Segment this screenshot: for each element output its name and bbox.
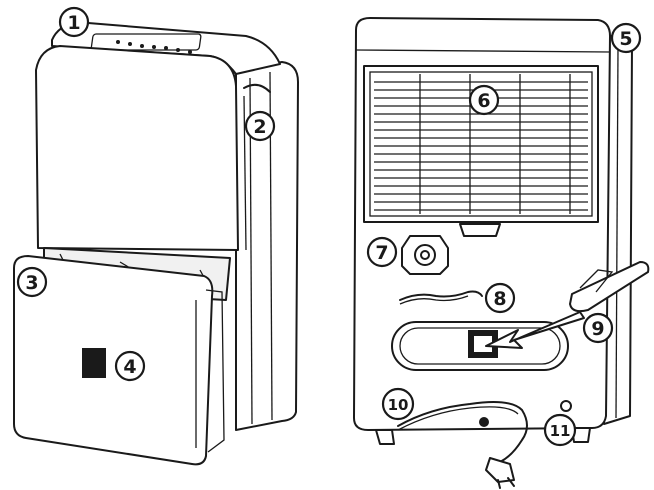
callout-7: 7 bbox=[366, 236, 398, 268]
svg-text:2: 2 bbox=[253, 116, 266, 138]
callout-5: 5 bbox=[610, 22, 642, 54]
callout-3: 3 bbox=[16, 266, 48, 298]
svg-text:8: 8 bbox=[493, 288, 506, 310]
svg-text:6: 6 bbox=[477, 90, 490, 112]
front-view-unit bbox=[13, 21, 299, 466]
callout-10: 10 bbox=[381, 387, 415, 421]
removed-air-filter bbox=[569, 261, 650, 313]
svg-text:9: 9 bbox=[591, 318, 604, 340]
water-tank bbox=[13, 247, 231, 466]
insert-filter-arrow bbox=[485, 311, 585, 349]
back-view-unit bbox=[353, 17, 650, 489]
callout-8: 8 bbox=[484, 282, 516, 314]
svg-text:5: 5 bbox=[619, 28, 632, 50]
drain-knob bbox=[401, 235, 449, 275]
water-level-window bbox=[82, 348, 106, 378]
svg-text:1: 1 bbox=[67, 12, 80, 34]
control-buttons bbox=[90, 33, 202, 54]
svg-text:10: 10 bbox=[388, 396, 409, 414]
callout-11: 11 bbox=[543, 413, 577, 447]
power-cord bbox=[397, 401, 528, 489]
svg-text:7: 7 bbox=[375, 242, 388, 264]
callout-2: 2 bbox=[244, 110, 276, 142]
power-plug-icon bbox=[485, 457, 515, 489]
front-upper-panel bbox=[35, 45, 239, 251]
drain-hose bbox=[399, 290, 483, 301]
filter-slot bbox=[391, 321, 569, 371]
callout-9: 9 bbox=[582, 312, 614, 344]
svg-text:3: 3 bbox=[25, 272, 38, 294]
callout-1: 1 bbox=[58, 6, 90, 38]
svg-text:11: 11 bbox=[550, 422, 571, 440]
callout-6: 6 bbox=[468, 84, 500, 116]
callout-4: 4 bbox=[114, 350, 146, 382]
svg-text:4: 4 bbox=[123, 356, 136, 378]
